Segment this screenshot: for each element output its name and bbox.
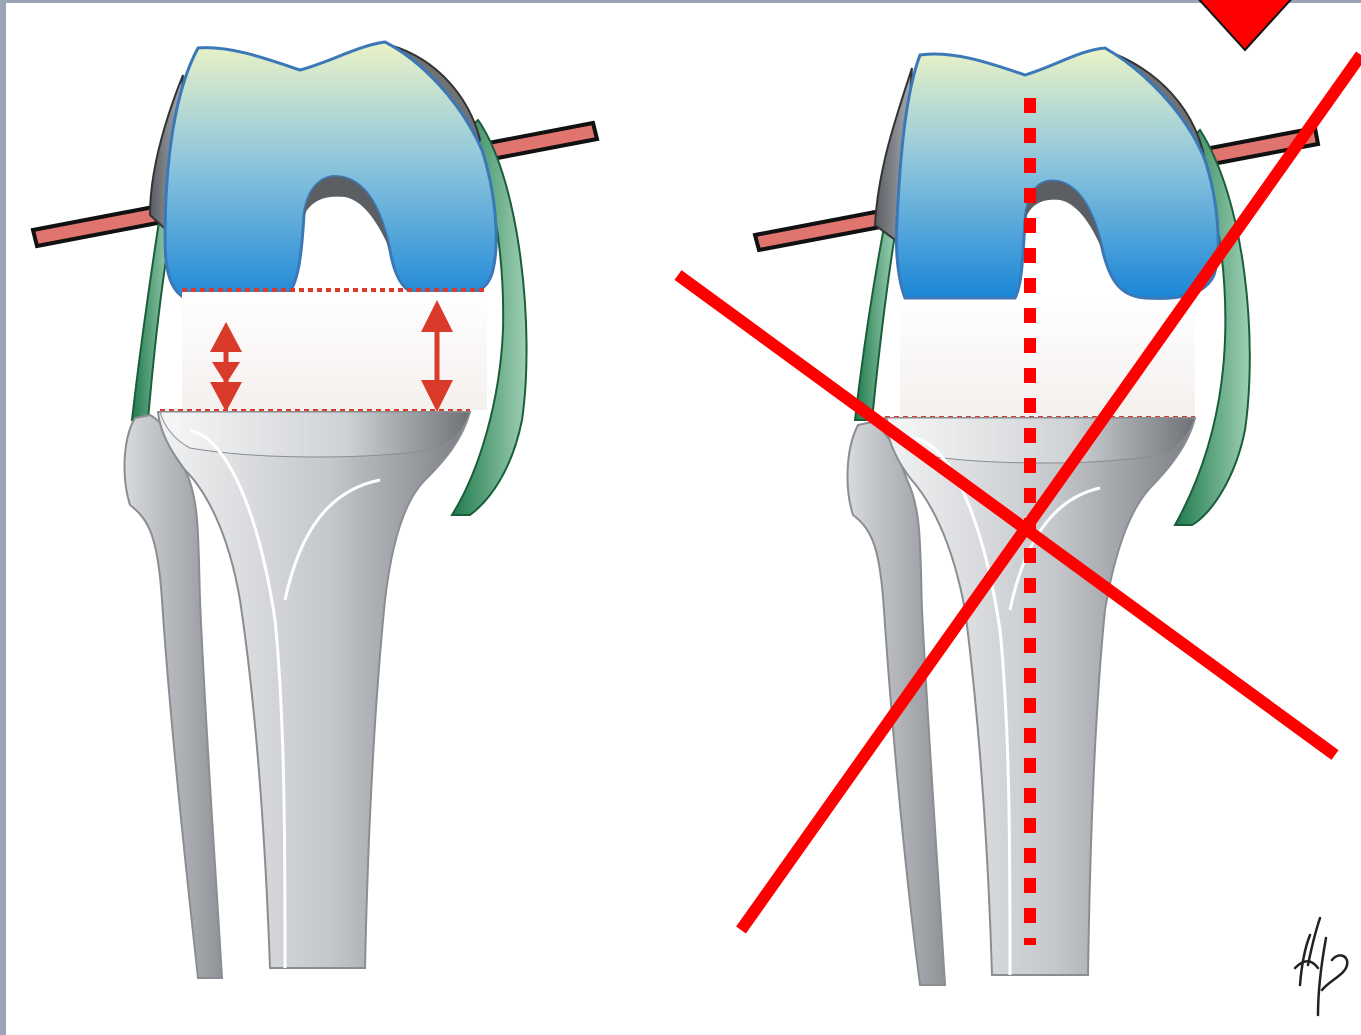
marker-triangle-icon (1195, 0, 1295, 50)
right-knee-panel (678, 0, 1361, 985)
left-tibial-plateau (160, 412, 470, 457)
right-medial-ligament (855, 222, 896, 420)
artist-signature (1295, 918, 1347, 1015)
right-femur (896, 48, 1218, 298)
left-knee-panel (33, 42, 597, 978)
